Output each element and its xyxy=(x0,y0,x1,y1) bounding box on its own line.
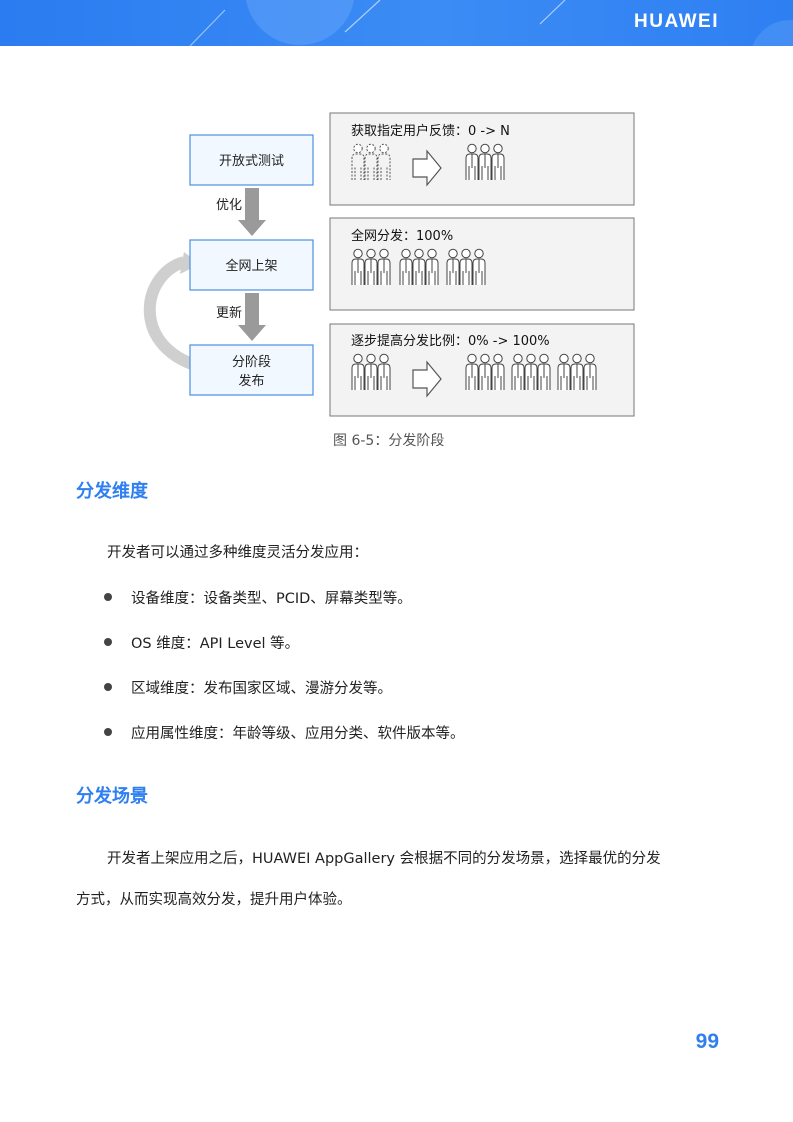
bullet-item: OS 维度：API Level 等。 xyxy=(104,632,299,653)
panel-3-title: 逐步提高分发比例：0% -> 100% xyxy=(351,333,550,349)
stage-label-2: 全网上架 xyxy=(225,258,277,274)
section-title-distribution-scenarios: 分发场景 xyxy=(76,786,148,807)
user-group xyxy=(558,354,596,390)
user-group xyxy=(512,354,550,390)
section-2-paragraph-line-1: 开发者上架应用之后，HUAWEI AppGallery 会根据不同的分发场景，选… xyxy=(107,851,661,867)
panel-1-title: 获取指定用户反馈：0 -> N xyxy=(351,123,510,139)
user-group xyxy=(466,354,504,390)
stage-label-3a: 分阶段 xyxy=(232,355,271,370)
user-group xyxy=(447,249,485,285)
stage-box-3 xyxy=(189,344,314,396)
stage-label-3b: 发布 xyxy=(238,373,264,389)
down-arrow-1 xyxy=(238,188,266,236)
section-2-paragraph-line-2: 方式，从而实现高效分发，提升用户体验。 xyxy=(76,892,352,908)
bullet-item: 应用属性维度：年龄等级、应用分类、软件版本等。 xyxy=(104,722,465,743)
down-arrow-2 xyxy=(238,293,266,341)
bullet-dot-icon xyxy=(104,728,112,736)
distribution-stages-figure: 开放式测试 全网上架 分阶段 发布 优化 更新 获取指定用户反馈：0 -> N … xyxy=(0,0,793,460)
bullet-item: 区域维度：发布国家区域、漫游分发等。 xyxy=(104,677,392,698)
section-title-distribution-dimensions: 分发维度 xyxy=(76,481,148,502)
stage-box-1 xyxy=(189,134,314,186)
user-group xyxy=(400,249,438,285)
arrow-label-optimize: 优化 xyxy=(216,198,242,213)
arrow-label-update: 更新 xyxy=(216,305,242,321)
huawei-logo-text: HUAWEI xyxy=(634,11,719,32)
stage-label-1: 开放式测试 xyxy=(219,154,284,169)
page-header: HUAWEI xyxy=(0,0,793,46)
bullet-text: OS 维度：API Level 等。 xyxy=(131,636,300,652)
user-group xyxy=(352,354,390,390)
user-group xyxy=(466,144,504,180)
header-decoration xyxy=(189,0,793,46)
stage-box-2 xyxy=(189,239,314,291)
bullet-text: 区域维度：发布国家区域、漫游分发等。 xyxy=(131,681,392,697)
bullet-dot-icon xyxy=(104,683,112,691)
bullet-item: 设备维度：设备类型、PCID、屏幕类型等。 xyxy=(104,587,412,608)
distribution-stages-diagram: 开放式测试 全网上架 分阶段 发布 优化 更新 获取指定用户反馈：0 -> N … xyxy=(143,112,635,417)
figure-caption: 图 6-5：分发阶段 xyxy=(333,433,445,449)
panel-2-title: 全网分发：100% xyxy=(351,228,453,244)
bullet-dot-icon xyxy=(104,638,112,646)
cycle-arrow xyxy=(143,256,207,374)
user-group xyxy=(352,249,390,285)
section-1-intro: 开发者可以通过多种维度灵活分发应用： xyxy=(107,545,368,561)
bullet-text: 应用属性维度：年龄等级、应用分类、软件版本等。 xyxy=(131,726,465,742)
page-number: 99 xyxy=(695,1030,719,1053)
bullet-dot-icon xyxy=(104,593,112,601)
bullet-text: 设备维度：设备类型、PCID、屏幕类型等。 xyxy=(131,591,412,607)
